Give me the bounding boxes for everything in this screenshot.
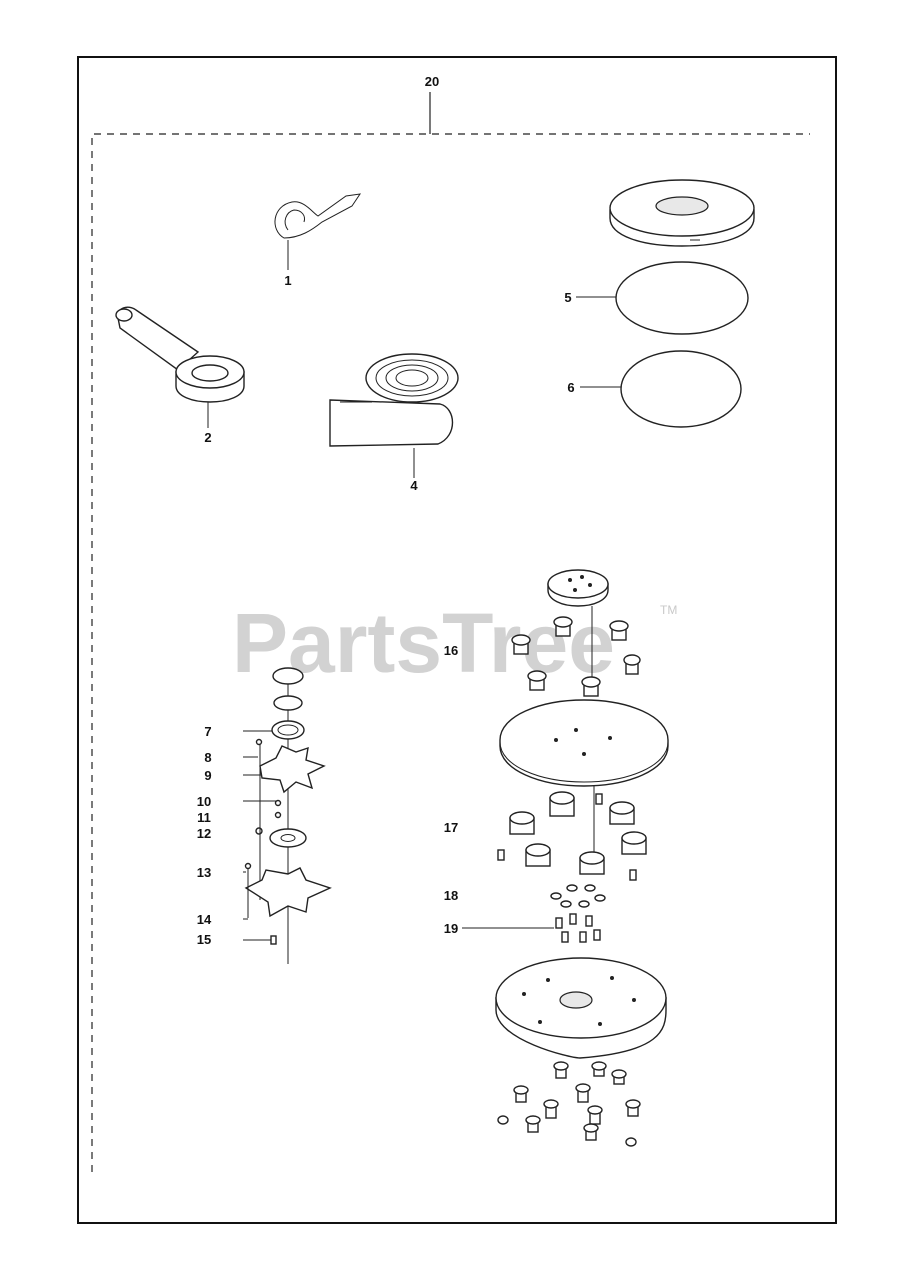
- callout-2: 2: [204, 430, 211, 445]
- diagram-frame: [77, 56, 837, 1224]
- part-16-pegs: [511, 616, 641, 697]
- part-5-disc: [576, 261, 749, 335]
- part-1-hairpin-clip: [274, 193, 362, 270]
- callout-16: 16: [444, 643, 458, 658]
- callout-13: 13: [197, 865, 211, 880]
- callout-14: 14: [197, 912, 212, 927]
- callout-12: 12: [197, 826, 211, 841]
- callout-6: 6: [567, 380, 574, 395]
- callout-9: 9: [204, 768, 211, 783]
- callout-19: 19: [444, 921, 458, 936]
- callout-5: 5: [564, 290, 571, 305]
- callout-10: 10: [197, 794, 211, 809]
- part-6-disc: [580, 350, 742, 428]
- callout-4: 4: [410, 478, 418, 493]
- left-stack-assembly: [243, 667, 332, 964]
- part-top-plate: [609, 179, 755, 247]
- callout-1: 1: [284, 273, 291, 288]
- callout-15: 15: [197, 932, 211, 947]
- callout-7: 7: [204, 724, 211, 739]
- callout-labels: 20 1 2 4 5 6 7 8 9 10 11 12 13 14 15 16 …: [197, 74, 575, 947]
- part-4-coiled-band: [329, 353, 459, 478]
- part-17-bushings: [497, 791, 647, 881]
- callout-11: 11: [197, 810, 211, 825]
- bottom-screws: [497, 1061, 641, 1147]
- assembly-bracket: [91, 92, 810, 1172]
- watermark-tm: TM: [660, 603, 677, 617]
- callout-8: 8: [204, 750, 211, 765]
- part-2-handle-ring: [115, 306, 245, 428]
- part-18-19-hardware: [550, 884, 606, 943]
- callout-20: 20: [425, 74, 439, 89]
- right-stack-assembly: [462, 569, 669, 1147]
- callout-17: 17: [444, 820, 458, 835]
- callout-18: 18: [444, 888, 458, 903]
